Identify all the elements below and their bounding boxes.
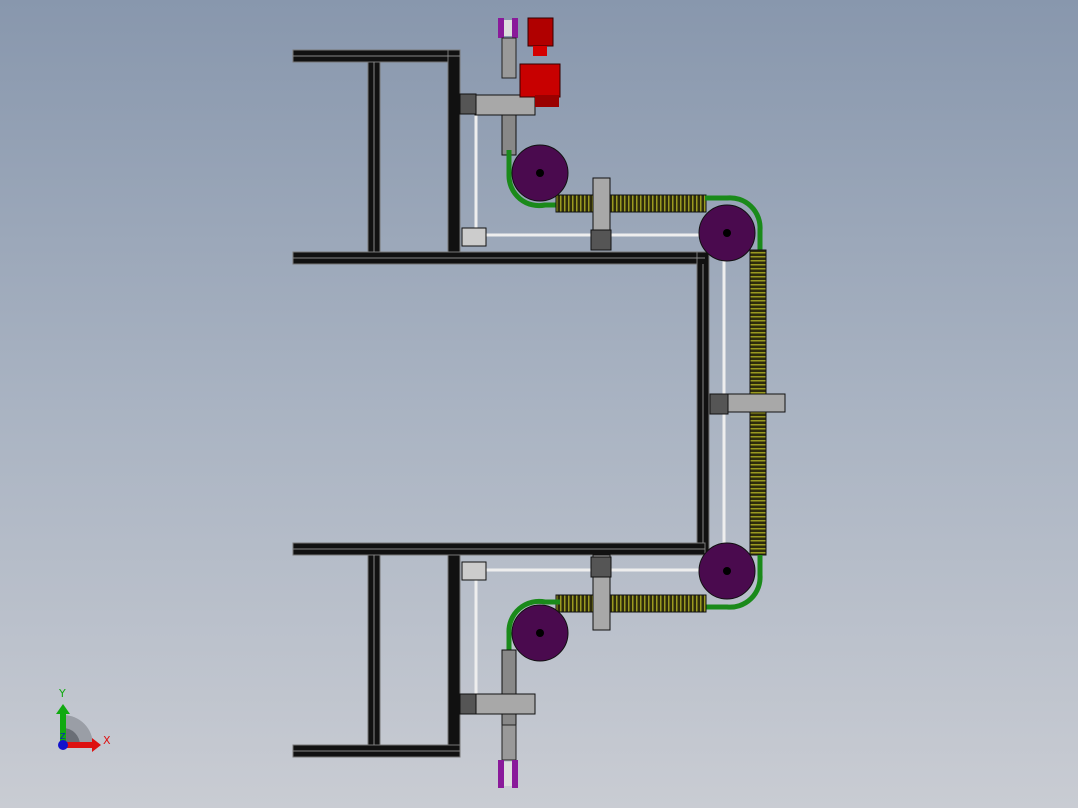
bracket-clamps	[459, 93, 729, 715]
frame-bottom	[292, 554, 461, 758]
frame-top	[292, 49, 706, 265]
drive-pulley-bottom	[498, 724, 518, 788]
frame-middle	[292, 251, 710, 556]
frame-inner-lines	[293, 55, 705, 752]
triad-x-label: X	[103, 734, 111, 747]
triad-y-label: Y	[58, 687, 66, 700]
triad-z-label: Z	[60, 732, 66, 741]
gear-motor	[519, 17, 561, 107]
coordinate-triad: Y X Z	[56, 687, 111, 752]
drive-pulley-top	[498, 18, 518, 79]
